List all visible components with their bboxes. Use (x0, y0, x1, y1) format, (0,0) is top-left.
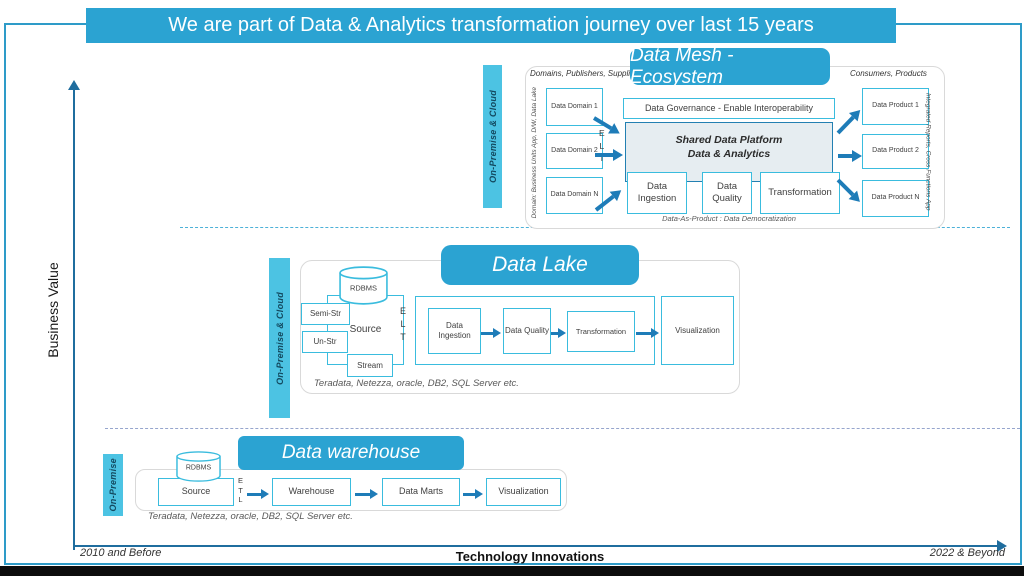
mesh-publishers-label: Domains, Publishers, Supplier (530, 69, 638, 78)
warehouse-tech-caption: Teradata, Netezza, oracle, DB2, SQL Serv… (148, 511, 353, 522)
lake-arrow-2 (551, 328, 566, 338)
elt-letter: T (400, 332, 406, 342)
lake-pipeline-box: Data Quality (503, 308, 551, 354)
warehouse-arrow-1 (247, 489, 269, 499)
lake-source-type-box: Semi-Str (301, 303, 350, 325)
elt-letter: E (599, 128, 605, 138)
mesh-domain-box: Data Domain N (546, 177, 603, 214)
lake-tech-caption: Teradata, Netezza, oracle, DB2, SQL Serv… (314, 378, 519, 389)
mesh-env-bar: On-Premise & Cloud (483, 65, 502, 208)
lake-source-type-box: Un-Str (302, 331, 348, 353)
x-axis-label: Technology Innovations (455, 549, 605, 564)
mesh-pipeline-box: Transformation (760, 172, 840, 214)
mesh-governance-box: Data Governance - Enable Interoperabilit… (623, 98, 835, 119)
mesh-title: Data Mesh - Ecosystem (630, 45, 830, 88)
warehouse-env-bar: On-Premise (103, 454, 123, 516)
mesh-consumer-side-label: Integrated Reports, Cross Functions App (924, 92, 932, 211)
mesh-platform-title: Shared Data Platform (675, 134, 783, 146)
warehouse-env-label: On-Premise (108, 458, 118, 512)
elt-letter: T (599, 153, 605, 163)
mesh-domain-side-label: Domain: Business Units App, D/W, Data La… (530, 87, 538, 219)
warehouse-arrow-3 (463, 489, 483, 499)
warehouse-step-box: Warehouse (272, 478, 351, 506)
etl-letter: L (238, 495, 243, 504)
elt-letter: L (599, 140, 605, 151)
mesh-pipeline-box: Data Quality (702, 172, 752, 214)
x-axis-right-label: 2022 & Beyond (929, 547, 1005, 559)
mesh-domain-box: Data Domain 2 (546, 133, 603, 169)
warehouse-source-box: Source (158, 478, 234, 506)
elt-letter: E (400, 306, 407, 316)
slide-title: We are part of Data & Analytics transfor… (86, 8, 896, 43)
warehouse-step-box: Data Marts (382, 478, 460, 506)
etl-letter: E (238, 476, 244, 485)
etl-letter: T (238, 485, 243, 495)
lake-warehouse-separator (105, 428, 1020, 429)
warehouse-rdbms-label: RDBMS (185, 464, 212, 472)
x-axis-arrow (75, 540, 1007, 552)
mesh-product-box: Data Product N (862, 180, 929, 217)
warehouse-arrow-2 (355, 489, 378, 499)
warehouse-title: Data warehouse (238, 436, 464, 470)
mesh-elt-letters: E L T (599, 127, 605, 165)
mesh-product-box: Data Product 1 (862, 88, 929, 125)
warehouse-step-box: Visualization (486, 478, 561, 506)
lake-env-bar: On-Premise & Cloud (269, 258, 290, 418)
elt-letter: L (400, 319, 406, 329)
lake-rdbms-label: RDBMS (349, 283, 378, 293)
mesh-consumers-label: Consumers, Products (850, 69, 927, 78)
mesh-product-box: Data Product 2 (862, 134, 929, 169)
warehouse-etl-letters: E T L (238, 476, 243, 505)
lake-source-type-box: Stream (347, 354, 393, 377)
y-axis-arrow (68, 80, 80, 550)
lake-pipeline-box: Transformation (567, 311, 635, 352)
lake-rdbms-cylinder: RDBMS (339, 266, 388, 305)
mesh-consumer-side-label-wrap: Integrated Reports, Cross Functions App (922, 80, 934, 223)
lake-visualization-box: Visualization (661, 296, 734, 365)
lake-elt-letters: E L T (400, 305, 406, 344)
y-axis-label: Business Value (45, 262, 61, 358)
warehouse-rdbms-cylinder: RDBMS (176, 451, 221, 482)
mesh-pipeline-box: Data Ingestion (627, 172, 687, 214)
mesh-domain-side-label-wrap: Domain: Business Units App, D/W, Data La… (528, 84, 540, 222)
mesh-product-caption: Data-As-Product : Data Democratization (662, 214, 796, 223)
mesh-product-arrow-2 (838, 150, 862, 162)
lake-arrow-1 (481, 328, 501, 338)
lake-env-label: On-Premise & Cloud (274, 291, 285, 385)
lake-pipeline-box: Data Ingestion (428, 308, 481, 354)
mesh-env-label: On-Premise & Cloud (487, 90, 498, 183)
lake-title: Data Lake (441, 245, 639, 285)
mesh-domain-arrow-2 (595, 149, 623, 161)
lake-arrow-3 (636, 328, 659, 338)
letterbox-bar (0, 566, 1024, 576)
mesh-platform-subtitle: Data & Analytics (687, 148, 771, 161)
x-axis-left-label: 2010 and Before (80, 547, 162, 559)
